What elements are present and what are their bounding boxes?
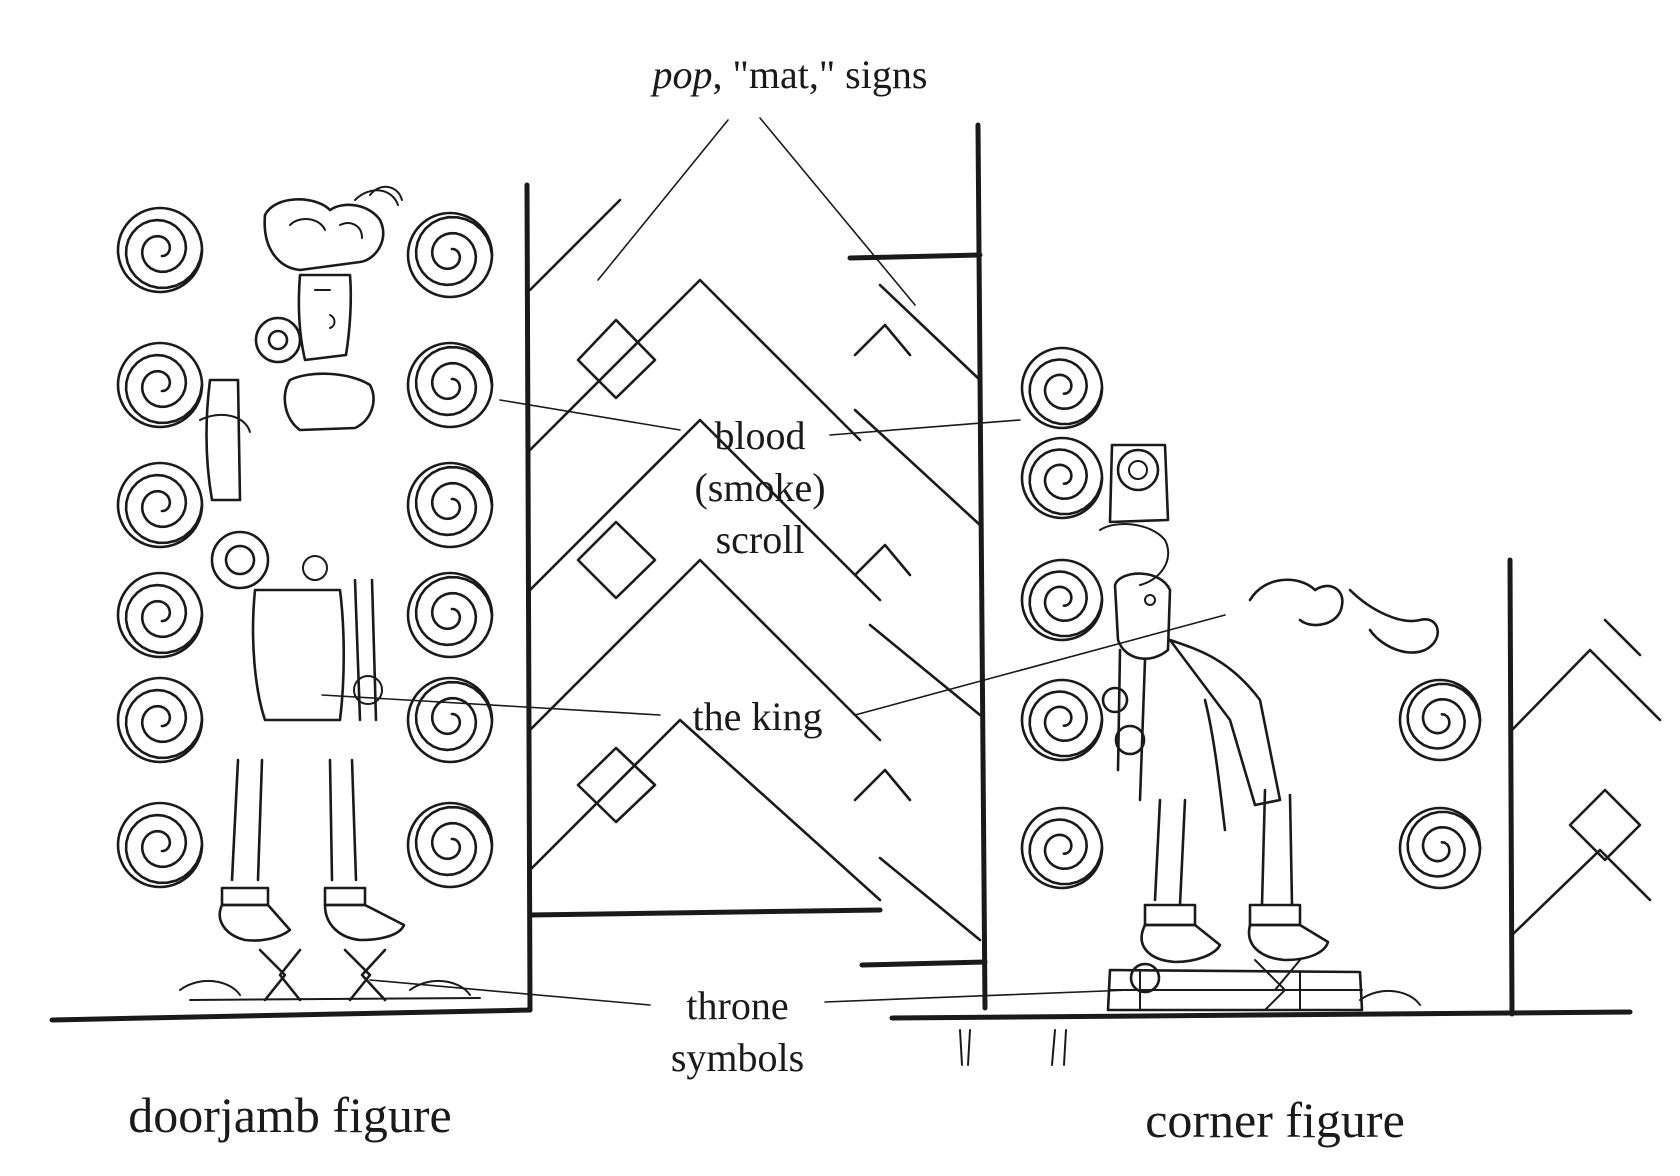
leader-lines	[321, 117, 1226, 1006]
smoke-scroll-outline	[406, 801, 494, 889]
doorjamb-left-scrolls	[116, 206, 204, 889]
smoke-scroll	[124, 473, 204, 545]
leader-blood-left	[499, 399, 681, 431]
smoke-scroll-outline	[116, 461, 204, 549]
smoke-scroll-outline	[116, 341, 204, 429]
smoke-scroll	[124, 218, 204, 290]
corner-panel	[847, 122, 1662, 1066]
corner-king-figure	[1099, 443, 1440, 1012]
smoke-scroll	[1028, 448, 1104, 516]
smoke-scroll-outline	[1020, 558, 1104, 642]
blood-scroll-line-2: (smoke)	[694, 465, 826, 510]
corner-mat-sign	[853, 283, 982, 942]
blood-scroll-label: blood (smoke) scroll	[680, 410, 840, 566]
smoke-scroll	[414, 680, 494, 752]
doorjamb-mat-sign	[528, 198, 912, 902]
doorjamb-panel	[49, 182, 912, 1023]
smoke-scroll-outline	[116, 206, 204, 294]
smoke-scroll	[1406, 810, 1482, 878]
smoke-scroll	[1028, 358, 1104, 426]
smoke-scroll-outline	[116, 801, 204, 889]
smoke-scroll	[1028, 690, 1104, 758]
smoke-scroll-outline	[406, 461, 494, 549]
leader-pop-left	[597, 119, 729, 281]
smoke-scroll-outline	[1020, 436, 1104, 520]
blood-scroll-line-3: scroll	[715, 517, 805, 562]
smoke-scroll	[1406, 682, 1482, 750]
smoke-scroll	[414, 805, 494, 877]
the-king-label: the king	[692, 694, 823, 739]
smoke-scroll	[414, 345, 494, 417]
corner-right-scrolls	[1398, 678, 1482, 890]
throne-symbols-line-2: symbols	[670, 1035, 805, 1080]
doorjamb-wall-edge	[524, 182, 533, 1013]
smoke-scroll	[414, 215, 494, 287]
corner-caption: corner figure	[1145, 1092, 1405, 1148]
leader-king-left	[321, 694, 661, 716]
smoke-scroll-outline	[1020, 806, 1104, 890]
doorjamb-wall-base	[527, 907, 883, 918]
corner-right-wall-edge	[1507, 557, 1515, 1017]
smoke-scroll-outline	[1020, 346, 1104, 430]
doorjamb-ground-line	[49, 1007, 533, 1023]
smoke-scroll-outline	[406, 571, 494, 659]
corner-left-scrolls	[1020, 346, 1104, 890]
smoke-scroll-outline	[406, 676, 494, 764]
smoke-scroll	[1028, 570, 1104, 638]
corner-edge	[975, 122, 988, 1011]
doorjamb-king-figure	[179, 185, 481, 1002]
smoke-scroll	[124, 353, 204, 425]
leader-king-right	[854, 614, 1226, 716]
corner-top-ledge	[847, 252, 983, 261]
smoke-scroll	[124, 813, 204, 885]
leader-pop-right	[759, 117, 916, 306]
leader-blood-right	[829, 419, 1021, 436]
smoke-scroll-outline	[116, 676, 204, 764]
smoke-scroll-outline	[116, 571, 204, 659]
doorjamb-right-scrolls	[406, 211, 494, 889]
pop-word: pop	[652, 52, 713, 97]
smoke-scroll	[124, 688, 204, 760]
throne-symbols-label: throne symbols	[655, 980, 820, 1084]
corner-right-mat-sign	[1510, 618, 1662, 937]
smoke-scroll-outline	[406, 211, 494, 299]
corner-base-left	[859, 959, 988, 968]
pop-sign-rest: , "mat," signs	[712, 52, 928, 97]
smoke-scroll-outline	[1398, 806, 1482, 890]
throne-symbols-line-1: throne	[686, 983, 789, 1028]
smoke-scroll-outline	[406, 341, 494, 429]
corner-ground-line	[889, 1009, 1633, 1021]
smoke-scroll	[414, 575, 494, 647]
doorjamb-caption: doorjamb figure	[128, 1087, 452, 1143]
leader-throne-left	[369, 979, 651, 1006]
smoke-scroll	[414, 465, 494, 537]
smoke-scroll	[124, 583, 204, 655]
smoke-scroll-outline	[1398, 678, 1482, 762]
smoke-scroll-outline	[1020, 678, 1104, 762]
pop-sign-label: pop, "mat," signs	[620, 55, 960, 95]
smoke-scroll	[1028, 818, 1104, 886]
blood-scroll-line-1: blood	[714, 413, 806, 458]
leader-throne-right	[824, 989, 1131, 1003]
